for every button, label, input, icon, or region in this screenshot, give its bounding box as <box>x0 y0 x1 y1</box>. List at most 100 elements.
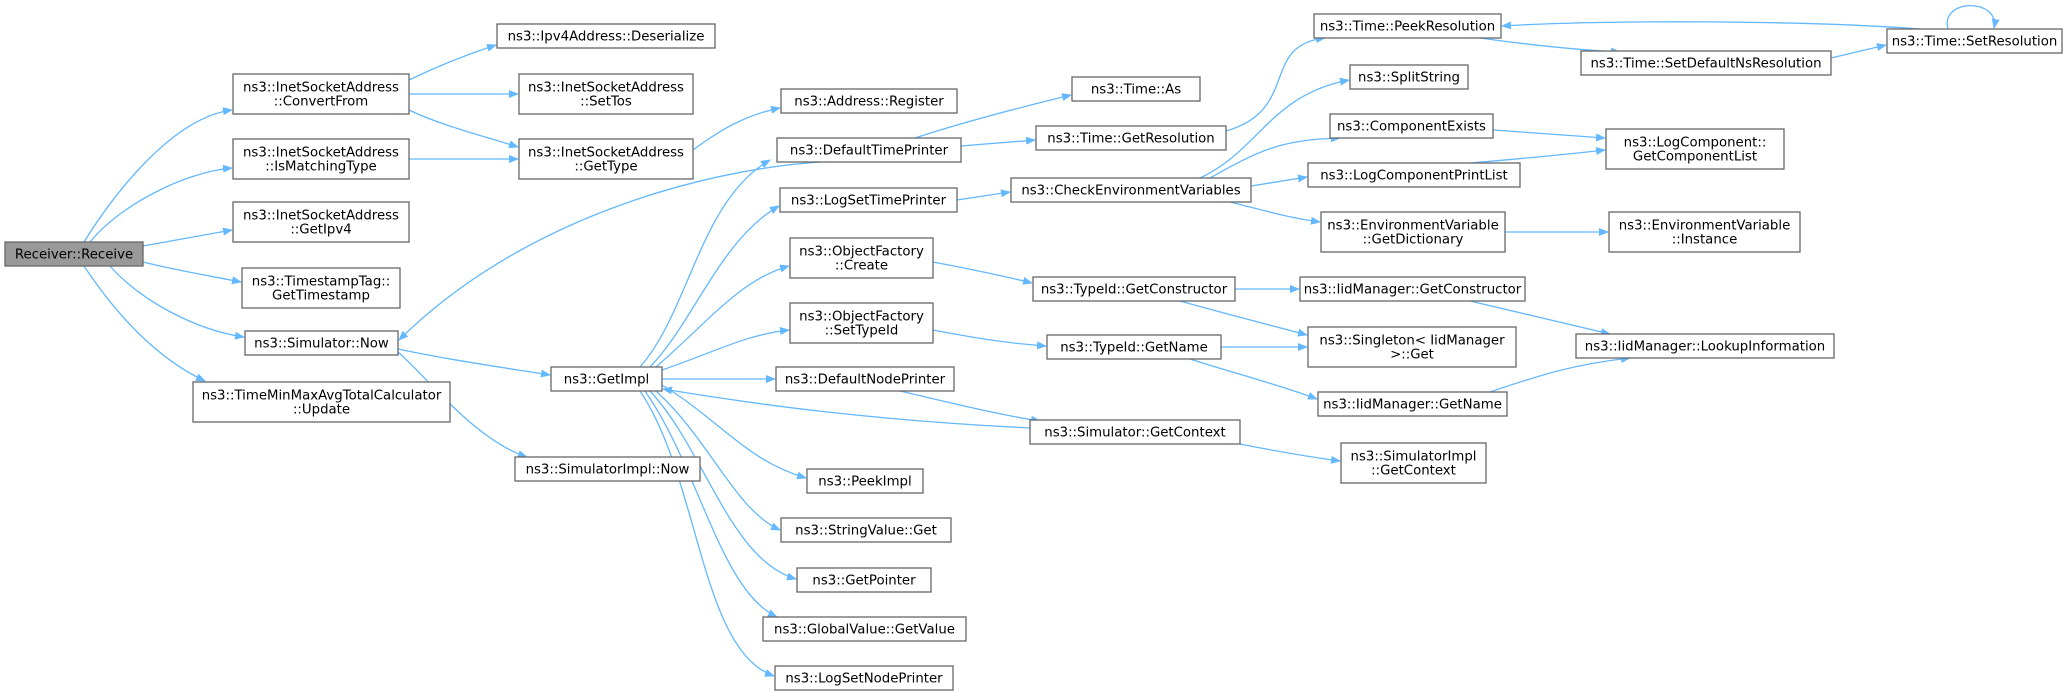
edge-path <box>408 109 519 149</box>
edge-n25-n31 <box>1209 134 1341 179</box>
node-label: ns3::Ipv4Address::Deserialize <box>508 30 705 45</box>
node-label: ns3::TypeId::GetName <box>1060 341 1208 356</box>
edge-path <box>655 264 790 368</box>
function-node[interactable]: ns3::Singleton< IidManager >::Get <box>1307 326 1517 368</box>
edge-n28-n10 <box>662 386 1031 429</box>
edge-n25-n33 <box>1229 201 1321 225</box>
edge-n34-n42 <box>1469 300 1611 336</box>
edge-path <box>649 205 780 368</box>
node-box <box>780 517 952 543</box>
function-node[interactable]: ns3::SimulatorImpl::Now <box>514 456 701 482</box>
function-node[interactable]: ns3::ComponentExists <box>1329 113 1494 139</box>
function-node[interactable]: ns3::StringValue::Get <box>780 517 952 543</box>
edge-n10-n20 <box>649 390 797 581</box>
function-node[interactable]: ns3::TimeMinMaxAvgTotalCalculator::Updat… <box>192 381 451 423</box>
edge-n39-n39 <box>1946 4 2000 30</box>
function-node[interactable]: ns3::LogSetNodePrinter <box>774 665 954 691</box>
node-label: ns3::CheckEnvironmentVariables <box>1021 184 1240 199</box>
function-node[interactable]: ns3::InetSocketAddress::GetType <box>518 138 694 180</box>
function-node[interactable]: ns3::EnvironmentVariable::GetDictionary <box>1320 211 1506 253</box>
node-box <box>1032 276 1236 302</box>
edge-path <box>662 386 1031 429</box>
edge-path <box>142 227 233 247</box>
function-node[interactable]: ns3::Time::GetResolution <box>1035 125 1227 151</box>
function-node[interactable]: ns3::TypeId::GetConstructor <box>1032 276 1236 302</box>
node-box <box>1035 125 1227 151</box>
function-node[interactable]: ns3::DefaultTimePrinter <box>776 137 962 163</box>
edge-n31-n40 <box>1492 129 1606 142</box>
function-node[interactable]: ns3::LogComponent::GetComponentList <box>1605 128 1785 170</box>
function-node[interactable]: ns3::CheckEnvironmentVariables <box>1010 177 1252 203</box>
node-label: ::SetTypeId <box>825 324 899 339</box>
function-node[interactable]: ns3::Time::SetDefaultNsResolution <box>1580 50 1832 76</box>
edge-n13-n24 <box>960 136 1036 147</box>
edge-n13-n5 <box>398 161 821 341</box>
node-label: ns3::LogSetTimePrinter <box>791 194 947 209</box>
function-node[interactable]: ns3::IidManager::GetName <box>1317 391 1508 417</box>
function-node[interactable]: ns3::TypeId::GetName <box>1046 334 1222 360</box>
node-label: ns3::Simulator::GetContext <box>1044 426 1225 441</box>
edge-n5-n11 <box>397 351 528 458</box>
node-label: ns3::Time::As <box>1091 83 1181 98</box>
root-function-node[interactable]: Receiver::Receive <box>4 241 144 267</box>
edge-path <box>655 390 781 531</box>
node-box <box>789 237 934 279</box>
edge-path <box>661 327 790 371</box>
function-node[interactable]: ns3::LogSetTimePrinter <box>779 187 958 213</box>
node-label: ns3::Simulator::Now <box>254 337 389 352</box>
node-box <box>780 88 958 114</box>
function-node[interactable]: ns3::Time::PeekResolution <box>1313 13 1502 39</box>
edge-path <box>899 390 1041 424</box>
function-node[interactable]: ns3::InetSocketAddress::IsMatchingType <box>232 138 410 180</box>
edge-n16-n27 <box>932 329 1047 350</box>
function-node[interactable]: ns3::ObjectFactory::SetTypeId <box>789 302 934 344</box>
function-node[interactable]: ns3::Address::Register <box>780 88 958 114</box>
function-node[interactable]: ns3::IidManager::GetConstructor <box>1299 276 1526 302</box>
function-node[interactable]: ns3::InetSocketAddress::ConvertFrom <box>232 73 410 115</box>
node-label: ns3::ComponentExists <box>1337 120 1486 135</box>
function-node[interactable]: ns3::IidManager::LookupInformation <box>1575 333 1835 359</box>
edge-path <box>661 384 807 480</box>
node-box <box>762 616 967 642</box>
node-label: ns3::Address::Register <box>794 95 944 110</box>
function-node[interactable]: ns3::SplitString <box>1349 64 1469 90</box>
edge-n1-n7 <box>408 43 497 81</box>
node-box <box>1886 28 2063 54</box>
edge-n14-n25 <box>956 189 1011 201</box>
function-node[interactable]: ns3::Time::As <box>1071 76 1201 102</box>
edge-path <box>956 189 1011 201</box>
function-node[interactable]: ns3::Simulator::GetContext <box>1029 419 1241 445</box>
function-node[interactable]: ns3::EnvironmentVariable::Instance <box>1608 211 1801 253</box>
edge-n10-n18 <box>661 384 807 480</box>
function-node[interactable]: ns3::SimulatorImpl::GetContext <box>1340 442 1487 484</box>
edge-n0-n5 <box>109 265 245 340</box>
function-node[interactable]: ns3::GlobalValue::GetValue <box>762 616 967 642</box>
edge-path <box>1492 129 1606 142</box>
edge-n32-n40 <box>1469 147 1606 164</box>
node-label: ns3::LogSetNodePrinter <box>785 672 943 687</box>
function-node[interactable]: ns3::Simulator::Now <box>244 330 399 356</box>
function-node[interactable]: ns3::InetSocketAddress::GetIpv4 <box>232 201 410 243</box>
node-label: ns3::EnvironmentVariable <box>1327 219 1499 234</box>
node-label: ns3::InetSocketAddress <box>528 146 684 161</box>
function-node[interactable]: ns3::GetImpl <box>550 366 663 392</box>
function-node[interactable]: ns3::InetSocketAddress::SetTos <box>518 73 694 115</box>
edge-n28-n37 <box>1239 443 1341 464</box>
node-label: ns3::InetSocketAddress <box>243 209 399 224</box>
edge-path <box>142 261 242 285</box>
function-node[interactable]: ns3::ObjectFactory::Create <box>789 237 934 279</box>
function-node[interactable]: ns3::DefaultNodePrinter <box>775 366 955 392</box>
function-node[interactable]: ns3::TimestampTag::GetTimestamp <box>241 267 401 309</box>
edge-n10-n16 <box>661 327 790 371</box>
edge-n10-n15 <box>655 264 790 368</box>
node-box <box>1349 64 1469 90</box>
function-node[interactable]: ns3::Time::SetResolution <box>1886 28 2063 54</box>
node-label: ns3::DefaultNodePrinter <box>785 373 946 388</box>
function-node[interactable]: ns3::PeekImpl <box>806 468 924 494</box>
edge-path <box>932 261 1033 285</box>
function-node[interactable]: ns3::Ipv4Address::Deserialize <box>496 23 716 49</box>
function-node[interactable]: ns3::GetPointer <box>796 567 932 593</box>
function-node[interactable]: ns3::LogComponentPrintList <box>1307 162 1521 188</box>
edge-path <box>1250 174 1308 187</box>
node-box <box>796 567 932 593</box>
